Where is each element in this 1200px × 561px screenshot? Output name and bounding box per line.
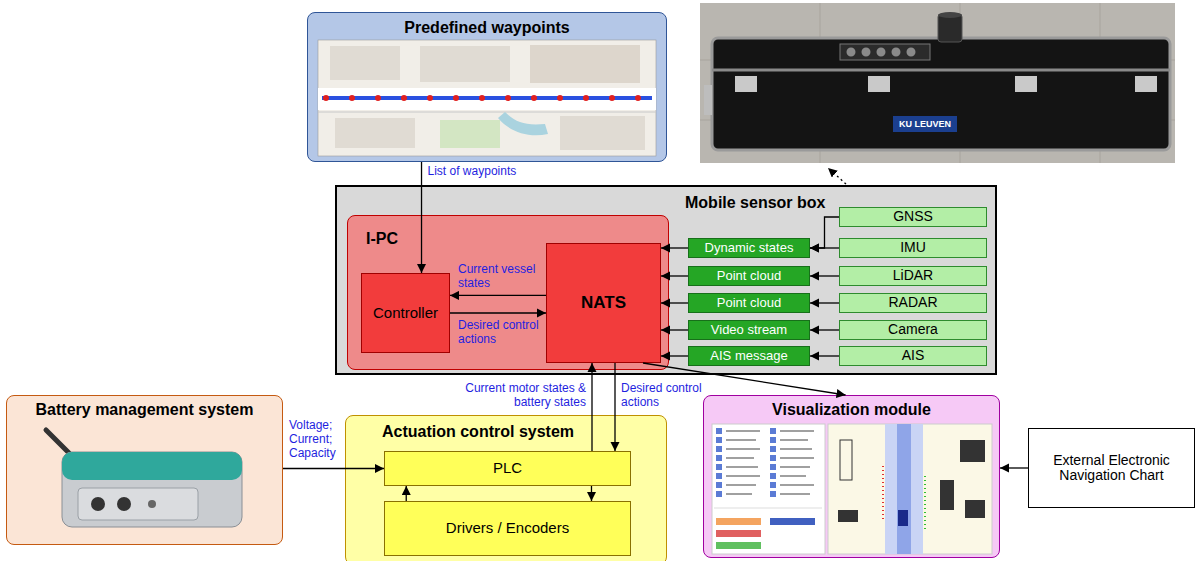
group-title: Actuation control system (382, 422, 574, 441)
sensor-box: RADAR (839, 293, 987, 313)
box-label: Point cloud (717, 269, 781, 283)
edge-label: List of waypoints (428, 164, 548, 178)
case-handle (704, 85, 712, 115)
label-holder: Current motor states & battery states (461, 381, 586, 409)
edge-label: Desired control actions (621, 381, 709, 409)
sensor-box: LiDAR (839, 266, 987, 286)
box-label: AIS (902, 348, 925, 363)
group-title: Visualization module (772, 400, 931, 419)
box-label: IMU (900, 240, 926, 255)
process-box: Drivers / Encoders (384, 501, 631, 556)
box-label: GNSS (893, 209, 933, 224)
group-title: I-PC (366, 229, 398, 248)
label-holder: Voltage; Current; Capacity (289, 418, 343, 460)
connector-arrow (1000, 467, 1028, 468)
process-box: PLC (384, 451, 631, 486)
box-label: PLC (493, 460, 522, 477)
group-title: Battery management system (36, 400, 254, 419)
label-holder: Desired control actions (458, 318, 546, 346)
data-box: Point cloud (688, 293, 810, 313)
case-latch (735, 76, 757, 92)
connector-panel (840, 44, 930, 60)
connector-plugs (851, 48, 911, 57)
case-latch (868, 76, 890, 92)
edge-label: Current motor states & battery states (461, 381, 586, 409)
external-source: External Electronic Navigation Chart (1028, 428, 1195, 508)
case-rim (712, 69, 1170, 72)
box-label: RADAR (888, 295, 937, 310)
data-box: Point cloud (688, 266, 810, 286)
device-panel: Battery management system (6, 395, 283, 545)
waypoint-panel: Predefined waypoints (307, 12, 667, 162)
box-label: External Electronic Navigation Chart (1035, 453, 1188, 484)
lidar-sensor (938, 14, 962, 42)
box-label: LiDAR (893, 268, 933, 283)
group-title: Predefined waypoints (404, 18, 569, 37)
box-label: Video stream (711, 323, 787, 337)
box-label: Drivers / Encoders (446, 520, 569, 537)
label-holder: List of waypoints (428, 164, 548, 178)
case-latch (1015, 76, 1037, 92)
sensor-box: IMU (839, 238, 987, 258)
box-label: Dynamic states (705, 241, 794, 255)
sensor-box-photo (700, 3, 1175, 163)
photo-pointer (828, 168, 846, 184)
sensor-box-group: Mobile sensor boxI-PC Controller NATS Dynam… (335, 185, 997, 375)
box-label: AIS message (710, 349, 787, 363)
label-holder: Current vessel states (458, 262, 546, 290)
computer-group: I-PC Controller NATS (347, 215, 669, 370)
edge-label: Voltage; Current; Capacity (289, 418, 343, 460)
sensor-box: AIS (839, 346, 987, 366)
process-box: NATS (546, 243, 661, 363)
box-label: NATS (581, 294, 626, 313)
sensor-box: GNSS (839, 207, 987, 227)
label-holder: Desired control actions (621, 381, 709, 409)
lidar-cap (938, 12, 962, 18)
logo-sticker (893, 116, 957, 132)
flight-case (712, 38, 1170, 150)
box-label: Controller (373, 305, 438, 322)
photo-ground (700, 3, 1175, 163)
edge-label: Current vessel states (458, 262, 546, 290)
edge-label: Desired control actions (458, 318, 546, 346)
box-label: Camera (888, 322, 938, 337)
data-box: Video stream (688, 320, 810, 340)
group-title: Mobile sensor box (685, 193, 825, 212)
process-box: Controller (361, 273, 450, 353)
data-box: AIS message (688, 346, 810, 366)
sensor-box: Camera (839, 320, 987, 340)
label-holder: KU LEUVEN (893, 116, 957, 132)
box-label: Point cloud (717, 296, 781, 310)
paving-joints (700, 3, 1175, 163)
logo-text: KU LEUVEN (893, 116, 957, 132)
display-panel: Visualization module (703, 395, 1000, 558)
data-box: Dynamic states (688, 238, 810, 258)
case-latch (1135, 76, 1157, 92)
actuation-group: Actuation control systemPLC Drivers / Enc… (345, 415, 667, 561)
